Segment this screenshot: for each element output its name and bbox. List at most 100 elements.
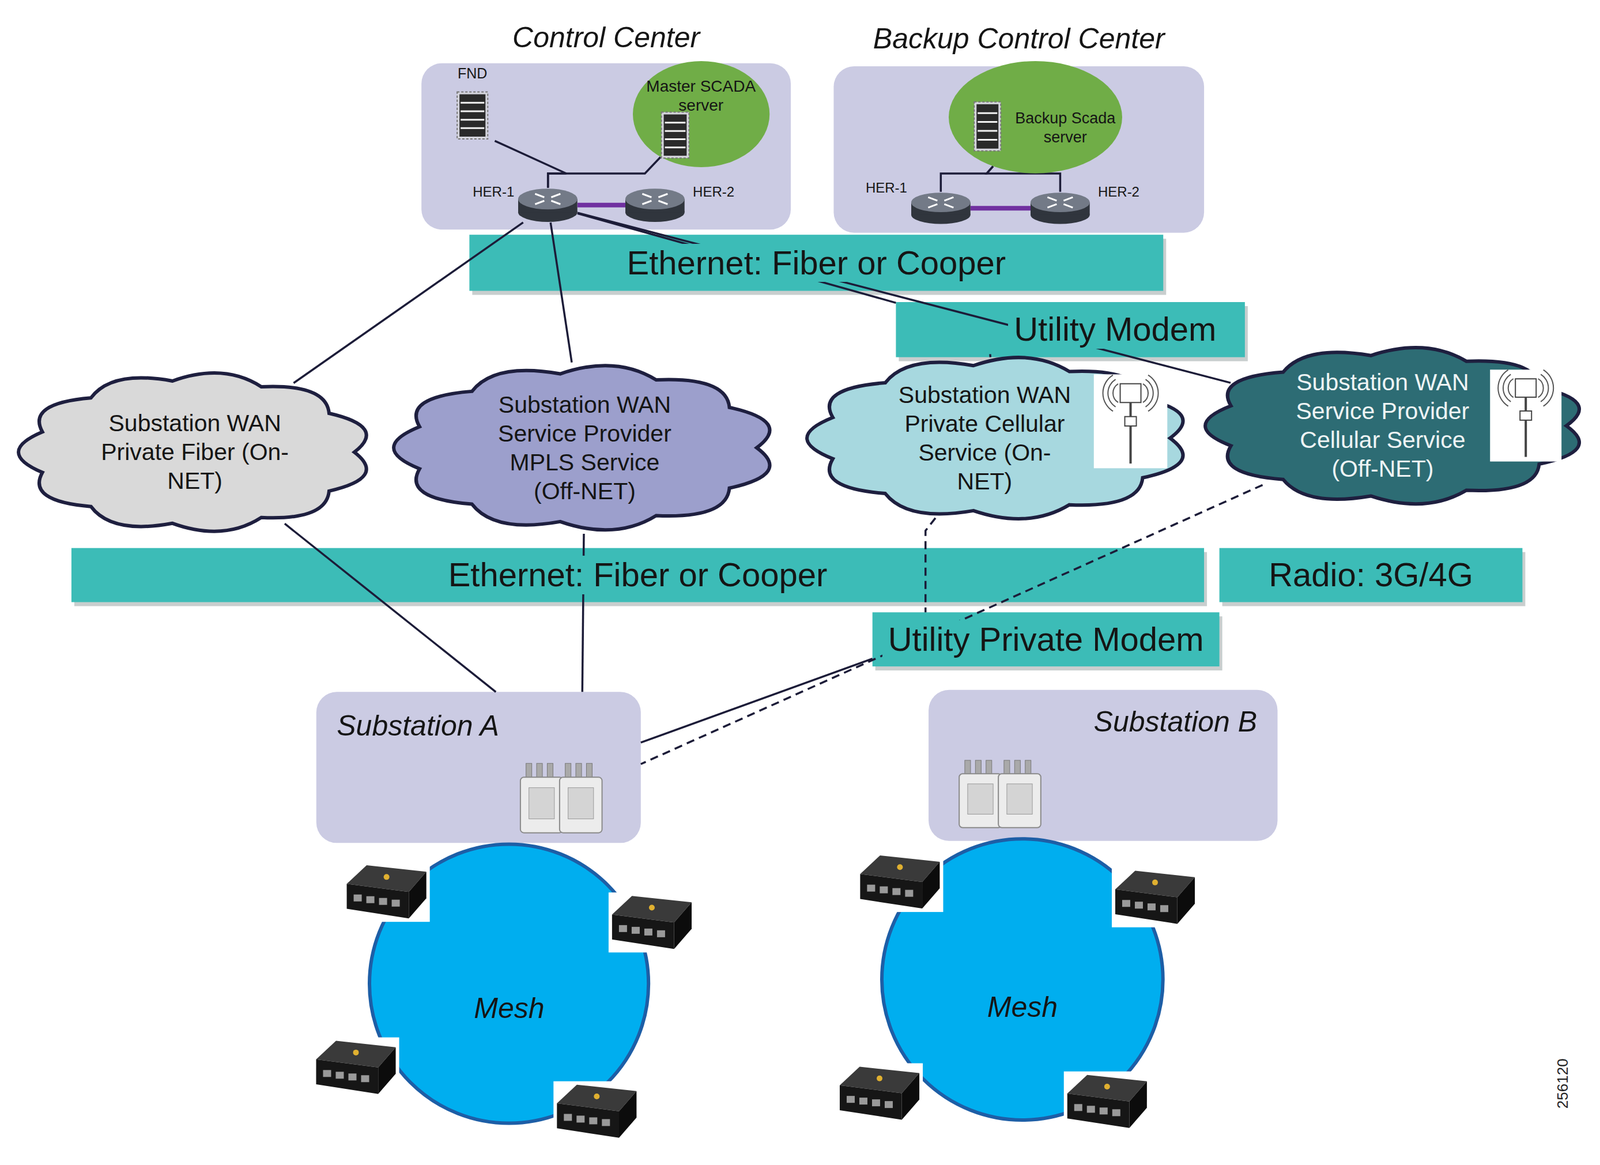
- housing-fin: [967, 783, 994, 815]
- router-housing: [959, 773, 1002, 828]
- device-side: [674, 902, 692, 949]
- device-port: [1160, 904, 1169, 912]
- node-shape: [518, 187, 578, 223]
- node-label: Mesh: [367, 990, 651, 1026]
- link-band: Utility Modem: [895, 302, 1245, 358]
- device-port: [391, 899, 400, 907]
- wan-link: [925, 518, 936, 613]
- radio-wave: [1145, 379, 1154, 408]
- site-panel: Backup Control CenterBackup Scada server…: [833, 66, 1205, 233]
- wan-link: [550, 222, 572, 363]
- wan-cloud: Substation WAN Service Provider MPLS Ser…: [390, 361, 779, 534]
- wan-link: [494, 140, 566, 188]
- device-led: [1152, 878, 1158, 885]
- device-port: [1112, 1108, 1121, 1116]
- server-slot: [978, 130, 998, 132]
- wan-link: [548, 156, 661, 188]
- site-panel: Substation B: [928, 689, 1278, 841]
- housing-fin: [568, 787, 594, 819]
- server-icon: [661, 112, 689, 159]
- antenna: [575, 763, 582, 779]
- link-band: Utility Private Modem: [872, 612, 1220, 667]
- mesh-router-icon: [1063, 1070, 1151, 1131]
- icon-ground: [608, 892, 696, 953]
- antenna: [986, 760, 992, 776]
- server-slot: [664, 146, 686, 149]
- device-port: [576, 1115, 586, 1123]
- cloud-outline: [393, 365, 770, 531]
- head-end-router: HER-2: [625, 187, 685, 223]
- server-slot: [664, 130, 686, 132]
- band-fill: [71, 548, 1205, 603]
- device-front: [346, 884, 410, 919]
- server-slot: [664, 138, 686, 141]
- server-body: [459, 93, 486, 137]
- device-side: [1177, 876, 1195, 924]
- device-port: [602, 1119, 611, 1127]
- server-slot: [460, 110, 485, 112]
- wan-cloud: Substation WAN Private Cellular Service …: [804, 353, 1192, 523]
- label-holder: 256120: [1559, 1061, 1590, 1123]
- node-shape: [1030, 191, 1090, 225]
- head-end-router: HER-1: [911, 191, 971, 225]
- antenna: [1004, 760, 1010, 776]
- mesh-router-icon: [856, 851, 943, 912]
- head-end-router: HER-2: [1030, 191, 1090, 225]
- router-arrow: [927, 204, 938, 208]
- tower-panel: [1515, 378, 1537, 398]
- wan-link: [284, 523, 496, 692]
- router-icon: [1030, 192, 1090, 224]
- device-led: [648, 904, 655, 911]
- cell-tower-icon: [1093, 374, 1168, 469]
- device-port: [1122, 899, 1131, 907]
- router-icon: [625, 188, 685, 222]
- band-fill: [469, 234, 1164, 291]
- node-label: Substation A: [336, 708, 623, 743]
- tower-pole: [1524, 389, 1527, 457]
- radio-wave: [1503, 374, 1511, 402]
- node-label: Substation WAN Private Fiber (On-NET): [99, 408, 290, 496]
- device-side: [922, 861, 940, 909]
- radio-wave: [1537, 378, 1543, 398]
- mesh-router-icon: [343, 861, 430, 922]
- mesh-router-icon: [608, 892, 696, 953]
- wan-link: [989, 353, 992, 357]
- node-label: Substation B: [948, 704, 1258, 739]
- head-end-router: HER-1: [518, 187, 578, 223]
- wan-cloud: Substation WAN Service Provider Cellular…: [1202, 344, 1588, 508]
- antenna: [1025, 760, 1032, 776]
- device-front: [1067, 1092, 1130, 1128]
- server-halo: [632, 61, 770, 168]
- router-top: [911, 192, 971, 213]
- antenna: [964, 760, 971, 776]
- radio-wave: [1540, 374, 1549, 402]
- device-port: [644, 928, 653, 936]
- router-link: [970, 205, 1031, 211]
- site-panel: Control CenterFNDMaster SCADA serverHER-…: [421, 63, 791, 230]
- antenna: [586, 763, 592, 779]
- radio-wave: [1497, 369, 1509, 406]
- antenna: [975, 760, 981, 776]
- node-shape: [625, 187, 685, 223]
- cloud-outline: [18, 372, 367, 532]
- radio-wave: [1142, 383, 1149, 403]
- device-port: [379, 897, 388, 905]
- mesh-router-icon: [836, 1062, 923, 1123]
- server-icon: [457, 91, 488, 139]
- device-port: [361, 1074, 370, 1082]
- router-arrow: [642, 200, 652, 205]
- device-side: [378, 1047, 396, 1094]
- server-slot: [460, 127, 485, 130]
- housing-fin: [529, 787, 555, 819]
- link-band: Ethernet: Fiber or Cooper: [71, 548, 1205, 603]
- node-label: HER-1: [467, 183, 515, 201]
- mesh-router-icon: [553, 1081, 641, 1142]
- device-port: [353, 894, 362, 902]
- icon-ground: [1111, 866, 1199, 927]
- router-link: [577, 202, 626, 208]
- server-body: [663, 114, 687, 157]
- device-led: [594, 1093, 600, 1100]
- router-top: [518, 188, 578, 210]
- node-label: Backup Control Center: [833, 21, 1205, 56]
